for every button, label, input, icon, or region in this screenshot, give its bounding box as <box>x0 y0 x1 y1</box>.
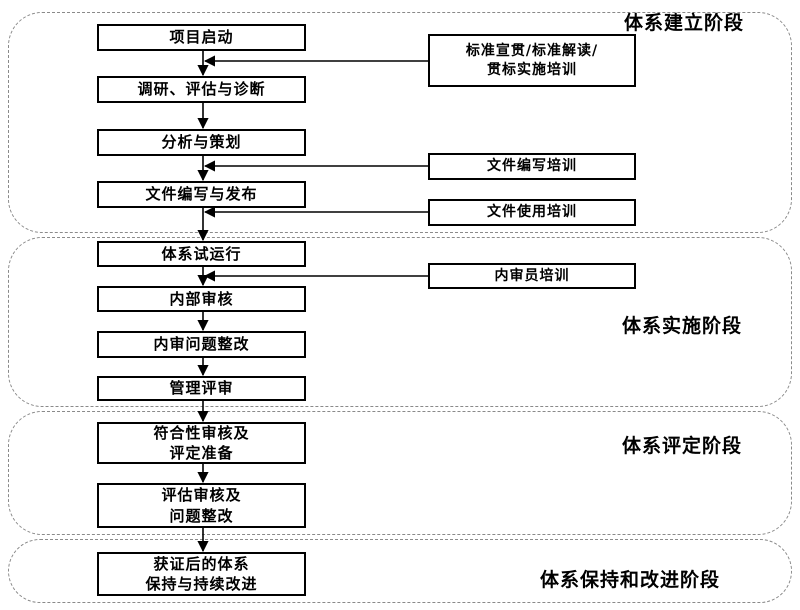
step-project-kickoff: 项目启动 <box>97 24 306 51</box>
step-research-assessment: 调研、评估与诊断 <box>97 76 306 103</box>
step-management-review-text: 管理评审 <box>169 379 234 398</box>
step-trial-run: 体系试运行 <box>97 241 306 267</box>
training-standard-publicity: 标准宣贯/标准解读/ 贯标实施培训 <box>428 34 636 87</box>
step-evaluation-audit-line1: 评估审核及 <box>161 486 242 505</box>
training-document-writing: 文件编写培训 <box>428 153 636 180</box>
training-document-usage: 文件使用培训 <box>428 199 636 226</box>
step-trial-run-text: 体系试运行 <box>161 244 242 263</box>
training-document-usage-text: 文件使用培训 <box>487 204 577 221</box>
step-research-assessment-text: 调研、评估与诊断 <box>137 80 266 99</box>
training-internal-auditor-text: 内审员培训 <box>494 267 570 284</box>
step-conformity-audit-line1: 符合性审核及 <box>153 423 250 442</box>
training-standard-publicity-line1: 标准宣贯/标准解读/ <box>465 42 599 59</box>
step-document-release-text: 文件编写与发布 <box>145 185 258 204</box>
training-internal-auditor: 内审员培训 <box>428 263 636 289</box>
training-standard-publicity-line2: 贯标实施培训 <box>486 61 577 78</box>
step-conformity-audit-line2: 评定准备 <box>169 444 234 462</box>
step-analysis-planning-text: 分析与策划 <box>161 133 242 152</box>
step-conformity-audit: 符合性审核及 评定准备 <box>97 422 306 464</box>
phase-maintain-region <box>8 539 792 603</box>
step-audit-rectification: 内审问题整改 <box>97 331 306 358</box>
phase-evaluate-label: 体系评定阶段 <box>622 435 743 457</box>
phase-establish-label: 体系建立阶段 <box>624 12 745 34</box>
training-document-writing-text: 文件编写培训 <box>487 158 577 175</box>
step-analysis-planning: 分析与策划 <box>97 129 306 156</box>
step-continuous-improvement-line1: 获证后的体系 <box>153 554 250 573</box>
step-continuous-improvement-line2: 保持与持续改进 <box>145 575 258 593</box>
phase-maintain-label: 体系保持和改进阶段 <box>540 569 721 591</box>
step-management-review: 管理评审 <box>97 376 306 401</box>
phase-evaluate-region <box>8 411 792 535</box>
step-project-kickoff-text: 项目启动 <box>169 28 234 47</box>
step-audit-rectification-text: 内审问题整改 <box>153 335 250 354</box>
step-evaluation-audit-line2: 问题整改 <box>169 506 234 525</box>
phase-implement-label: 体系实施阶段 <box>622 315 743 337</box>
step-continuous-improvement: 获证后的体系 保持与持续改进 <box>97 552 306 596</box>
phase-implement-region <box>8 237 792 407</box>
step-internal-audit: 内部审核 <box>97 286 306 312</box>
step-evaluation-audit: 评估审核及 问题整改 <box>97 483 306 528</box>
step-document-release: 文件编写与发布 <box>97 181 306 208</box>
step-internal-audit-text: 内部审核 <box>169 289 234 308</box>
phase-establish-region <box>8 12 792 233</box>
